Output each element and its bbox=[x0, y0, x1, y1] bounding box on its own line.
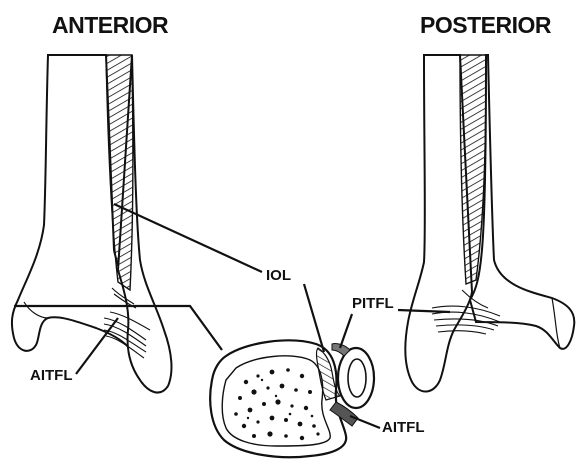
aitfl-left-label: AITFL bbox=[30, 368, 73, 383]
posterior-view-title: POSTERIOR bbox=[420, 14, 551, 37]
pitfl-label: PITFL bbox=[352, 296, 394, 311]
cross-section bbox=[210, 340, 374, 457]
anterior-view-title: ANTERIOR bbox=[52, 14, 168, 37]
aitfl-cross-label: AITFL bbox=[382, 420, 425, 435]
fibula-medullary-canal bbox=[348, 359, 366, 397]
pitfl-leader-cross bbox=[340, 314, 352, 348]
iol-label: IOL bbox=[266, 268, 291, 283]
